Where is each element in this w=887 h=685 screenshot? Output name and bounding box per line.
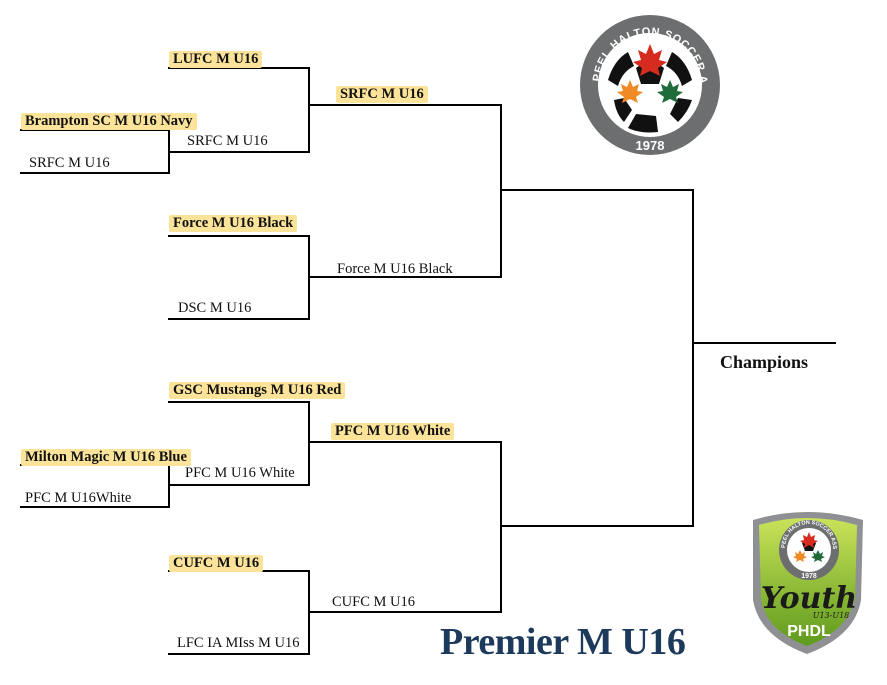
bracket-line — [308, 67, 310, 153]
team-label: CUFC M U16 — [169, 555, 264, 572]
bracket-line — [500, 104, 502, 278]
team-label: LUFC M U16 — [169, 51, 263, 68]
team-label: PFC M U16 White — [331, 423, 455, 440]
bracket-line — [20, 129, 168, 131]
team-label: PFC M U16White — [25, 490, 132, 506]
league-age-range: U13-U18 — [813, 611, 850, 620]
team-label: Force M U16 Black — [337, 261, 453, 277]
team-label: PFC M U16 White — [185, 465, 295, 481]
team-label: GSC Mustangs M U16 Red — [169, 382, 346, 399]
team-label: SRFC M U16 — [336, 86, 428, 103]
bracket-line — [308, 401, 310, 486]
bracket-line — [500, 525, 694, 527]
league-wordmark: Youth — [761, 581, 857, 616]
champions-label: Champions — [720, 352, 809, 372]
bracket-line — [692, 342, 836, 344]
bracket-line — [168, 151, 310, 153]
bracket-line — [168, 318, 310, 320]
association-logo: PEEL HALTON SOCCER ASSOCIATION 1978 — [573, 1, 723, 165]
bracket-line — [168, 484, 310, 486]
bracket-line — [500, 189, 694, 191]
bracket-line — [308, 611, 502, 613]
league-name: PHDL — [787, 623, 831, 640]
bracket-line — [168, 67, 310, 69]
bracket-line — [168, 235, 310, 237]
bracket-line — [500, 441, 502, 613]
bracket-line — [168, 401, 310, 403]
league-logo: PEEL HALTON SOCCER ASSOCIATION 1978 Yout… — [743, 504, 870, 663]
maple-leaf-icon — [617, 44, 683, 103]
team-label: CUFC M U16 — [332, 594, 415, 610]
bracket-line — [692, 189, 694, 527]
team-label: SRFC M U16 — [187, 133, 268, 149]
team-label: DSC M U16 — [178, 300, 252, 316]
team-label: LFC IA MIss M U16 — [177, 635, 300, 651]
logo-year: 1978 — [636, 138, 665, 153]
team-label: Brampton SC M U16 Navy — [21, 113, 197, 130]
page-title: Premier M U16 — [440, 621, 686, 663]
bracket-line — [168, 653, 310, 655]
bracket-line — [308, 104, 502, 106]
bracket-line — [20, 172, 170, 174]
bracket-line — [308, 276, 502, 278]
bracket-line — [20, 506, 170, 508]
bracket-line — [308, 441, 502, 443]
logo-year: 1978 — [801, 573, 817, 580]
bracket-line — [168, 464, 170, 508]
team-label: Force M U16 Black — [169, 215, 298, 232]
team-label: Milton Magic M U16 Blue — [21, 449, 191, 466]
team-label: SRFC M U16 — [29, 155, 110, 171]
